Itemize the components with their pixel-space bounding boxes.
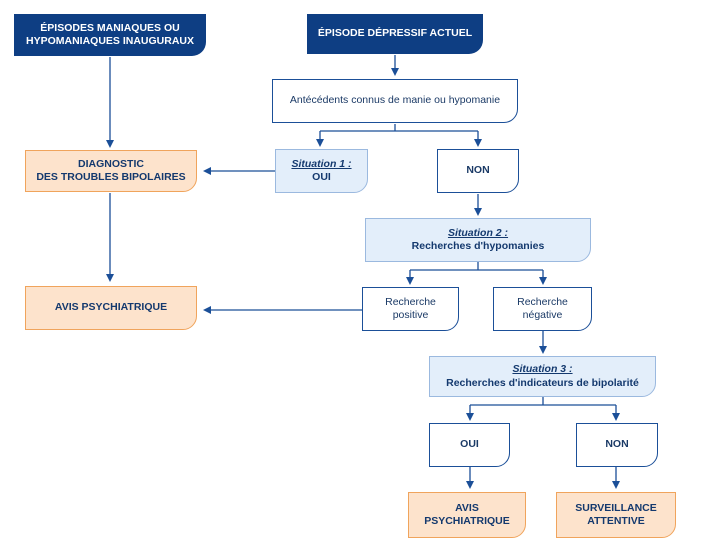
situation3-label: Recherches d'indicateurs de bipolarité bbox=[446, 376, 639, 389]
situation1-title: Situation 1 : bbox=[291, 157, 352, 170]
avis2-line1: AVIS bbox=[455, 501, 479, 514]
situation1-box: Situation 1 : OUI bbox=[275, 149, 368, 193]
surveillance-line1: SURVEILLANCE bbox=[575, 501, 657, 514]
episode-actuel-box: ÉPISODE DÉPRESSIF ACTUEL bbox=[307, 14, 483, 54]
diagnostic-box: DIAGNOSTIC DES TROUBLES BIPOLAIRES bbox=[25, 150, 197, 192]
oui3-box: OUI bbox=[429, 423, 510, 467]
surveillance-attentive-box: SURVEILLANCE ATTENTIVE bbox=[556, 492, 676, 538]
episodes-line2: HYPOMANIAQUES INAUGURAUX bbox=[25, 35, 194, 47]
recherche-positive-box: Recherche positive bbox=[362, 287, 459, 331]
recherche-negative-line1: Recherche bbox=[517, 295, 568, 308]
antecedents-box: Antécédents connus de manie ou hypomanie bbox=[272, 79, 518, 123]
situation3-title: Situation 3 : bbox=[512, 363, 573, 376]
avis2-line2: PSYCHIATRIQUE bbox=[424, 515, 510, 527]
episodes-line1: ÉPISODES MANIAQUES OU bbox=[40, 21, 180, 34]
diagnostic-line1: DIAGNOSTIC bbox=[78, 157, 144, 170]
episode-actuel-label: ÉPISODE DÉPRESSIF ACTUEL bbox=[317, 27, 473, 40]
situation2-box: Situation 2 : Recherches d'hypomanies bbox=[365, 218, 591, 262]
avis-psychiatrique-box: AVIS PSYCHIATRIQUE bbox=[25, 286, 197, 330]
oui3-label: OUI bbox=[460, 438, 479, 451]
situation3-box: Situation 3 : Recherches d'indicateurs d… bbox=[429, 356, 656, 397]
recherche-positive-line1: Recherche bbox=[385, 295, 436, 308]
surveillance-line2: ATTENTIVE bbox=[587, 515, 645, 527]
episodes-inauguraux-box: ÉPISODES MANIAQUES OU HYPOMANIAQUES INAU… bbox=[14, 14, 206, 56]
non1-box: NON bbox=[437, 149, 519, 193]
avis1-label: AVIS PSYCHIATRIQUE bbox=[54, 301, 168, 314]
recherche-negative-line2: négative bbox=[522, 309, 563, 321]
situation2-label: Recherches d'hypomanies bbox=[411, 240, 545, 252]
situation1-label: OUI bbox=[312, 171, 331, 183]
non3-box: NON bbox=[576, 423, 658, 467]
antecedents-label: Antécédents connus de manie ou hypomanie bbox=[289, 94, 501, 107]
recherche-negative-box: Recherche négative bbox=[493, 287, 592, 331]
non1-label: NON bbox=[466, 164, 490, 177]
situation2-title: Situation 2 : bbox=[447, 226, 509, 239]
recherche-positive-line2: positive bbox=[392, 309, 429, 321]
avis-psychiatrique-final-box: AVIS PSYCHIATRIQUE bbox=[408, 492, 526, 538]
diagnostic-line2: DES TROUBLES BIPOLAIRES bbox=[36, 171, 186, 183]
non3-label: NON bbox=[605, 438, 629, 451]
